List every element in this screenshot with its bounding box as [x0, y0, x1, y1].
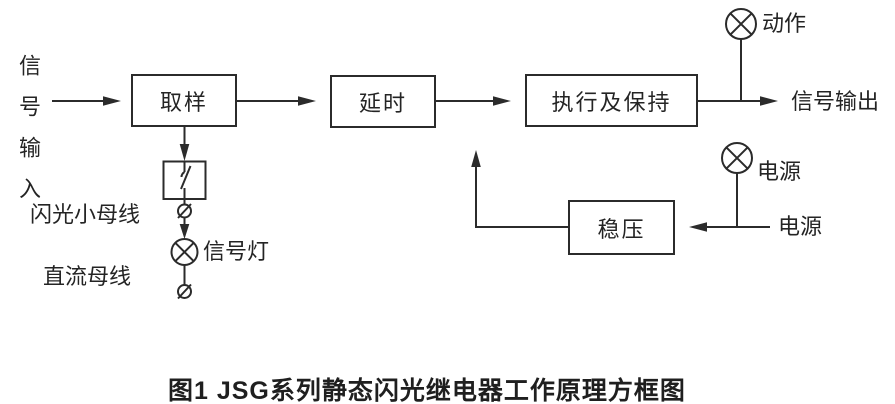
block-voltage-regulator-label: 稳压	[597, 216, 646, 242]
terminal-icon-dc-bus	[177, 283, 192, 300]
dc-bus-label: 直流母线	[43, 264, 132, 289]
terminal-icon-flash-bus	[177, 203, 192, 219]
signal-lamp-icon	[170, 238, 199, 285]
block-sampling-label: 取样	[159, 89, 208, 115]
arrow-input-to-sampling	[52, 96, 121, 106]
contact-switch-icon	[162, 160, 207, 204]
arrow-sampling-to-delay	[237, 96, 316, 106]
power-source-label: 电源	[778, 214, 823, 239]
power-lamp-label: 电源	[757, 159, 802, 184]
block-sampling: 取样	[131, 74, 237, 127]
block-execute-hold: 执行及保持	[525, 74, 698, 127]
signal-output-label: 信号输出	[791, 89, 880, 114]
arrow-power-to-regulator	[689, 222, 770, 232]
signal-lamp-label: 信号灯	[203, 239, 270, 264]
signal-input-label: 信号输入	[16, 54, 41, 218]
block-delay-label: 延时	[358, 90, 407, 116]
action-lamp-label: 动作	[762, 11, 807, 36]
flash-bus-label: 闪光小母线	[30, 202, 141, 227]
arrow-regulator-feedback	[471, 150, 568, 228]
action-lamp-icon	[725, 8, 757, 101]
figure-caption: 图1 JSG系列静态闪光继电器工作原理方框图	[168, 377, 686, 404]
block-execute-hold-label: 执行及保持	[551, 89, 672, 115]
block-voltage-regulator: 稳压	[568, 200, 675, 255]
arrow-sampling-to-contact	[179, 127, 190, 161]
block-delay: 延时	[330, 75, 436, 128]
arrow-delay-to-execute	[436, 96, 511, 106]
arrow-terminal-to-lamp	[179, 217, 190, 239]
power-lamp-icon	[721, 142, 753, 227]
arrow-execute-to-output	[698, 96, 778, 106]
